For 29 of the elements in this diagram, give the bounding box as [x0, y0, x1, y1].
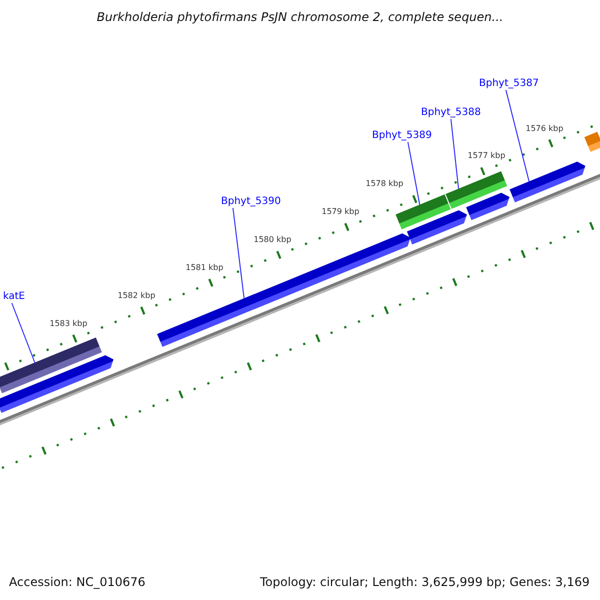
leader-line — [407, 142, 420, 206]
gene-block — [406, 210, 467, 244]
gene-block — [584, 132, 600, 152]
accession-label: Accession: NC_010676 — [9, 575, 146, 590]
gene-label: Bphyt_5388 — [421, 107, 481, 119]
scale-label: 1581 kbp — [186, 262, 224, 273]
leader-line — [232, 208, 245, 299]
scale-label: 1578 kbp — [366, 179, 404, 189]
leader-line — [11, 302, 36, 363]
scale-label: 1583 kbp — [50, 318, 88, 328]
gene-label: Bphyt_5387 — [479, 78, 539, 90]
gene-block — [466, 192, 510, 220]
scale-label: 1576 kbp — [526, 124, 564, 134]
gene-block — [157, 233, 410, 347]
gene-label: katE — [3, 291, 25, 303]
gene-label: Bphyt_5389 — [372, 130, 432, 142]
scale-label: 1577 kbp — [468, 151, 506, 162]
scale-label: 1580 kbp — [254, 235, 292, 245]
gene-block — [446, 171, 508, 209]
leader-line — [505, 90, 530, 182]
leader-line — [450, 118, 460, 190]
genome-stats-label: Topology: circular; Length: 3,625,999 bp; Genes: 3,169 — [260, 575, 590, 590]
gene-block — [0, 355, 114, 413]
gene-label: Bphyt_5390 — [221, 196, 281, 208]
gene-block — [396, 194, 451, 230]
gene-block — [510, 162, 586, 202]
scale-label: 1579 kbp — [322, 207, 360, 217]
gene-block — [0, 337, 102, 394]
map-title: Burkholderia phytofirmans PsJN chromosome 2, complete sequen... — [96, 10, 504, 24]
